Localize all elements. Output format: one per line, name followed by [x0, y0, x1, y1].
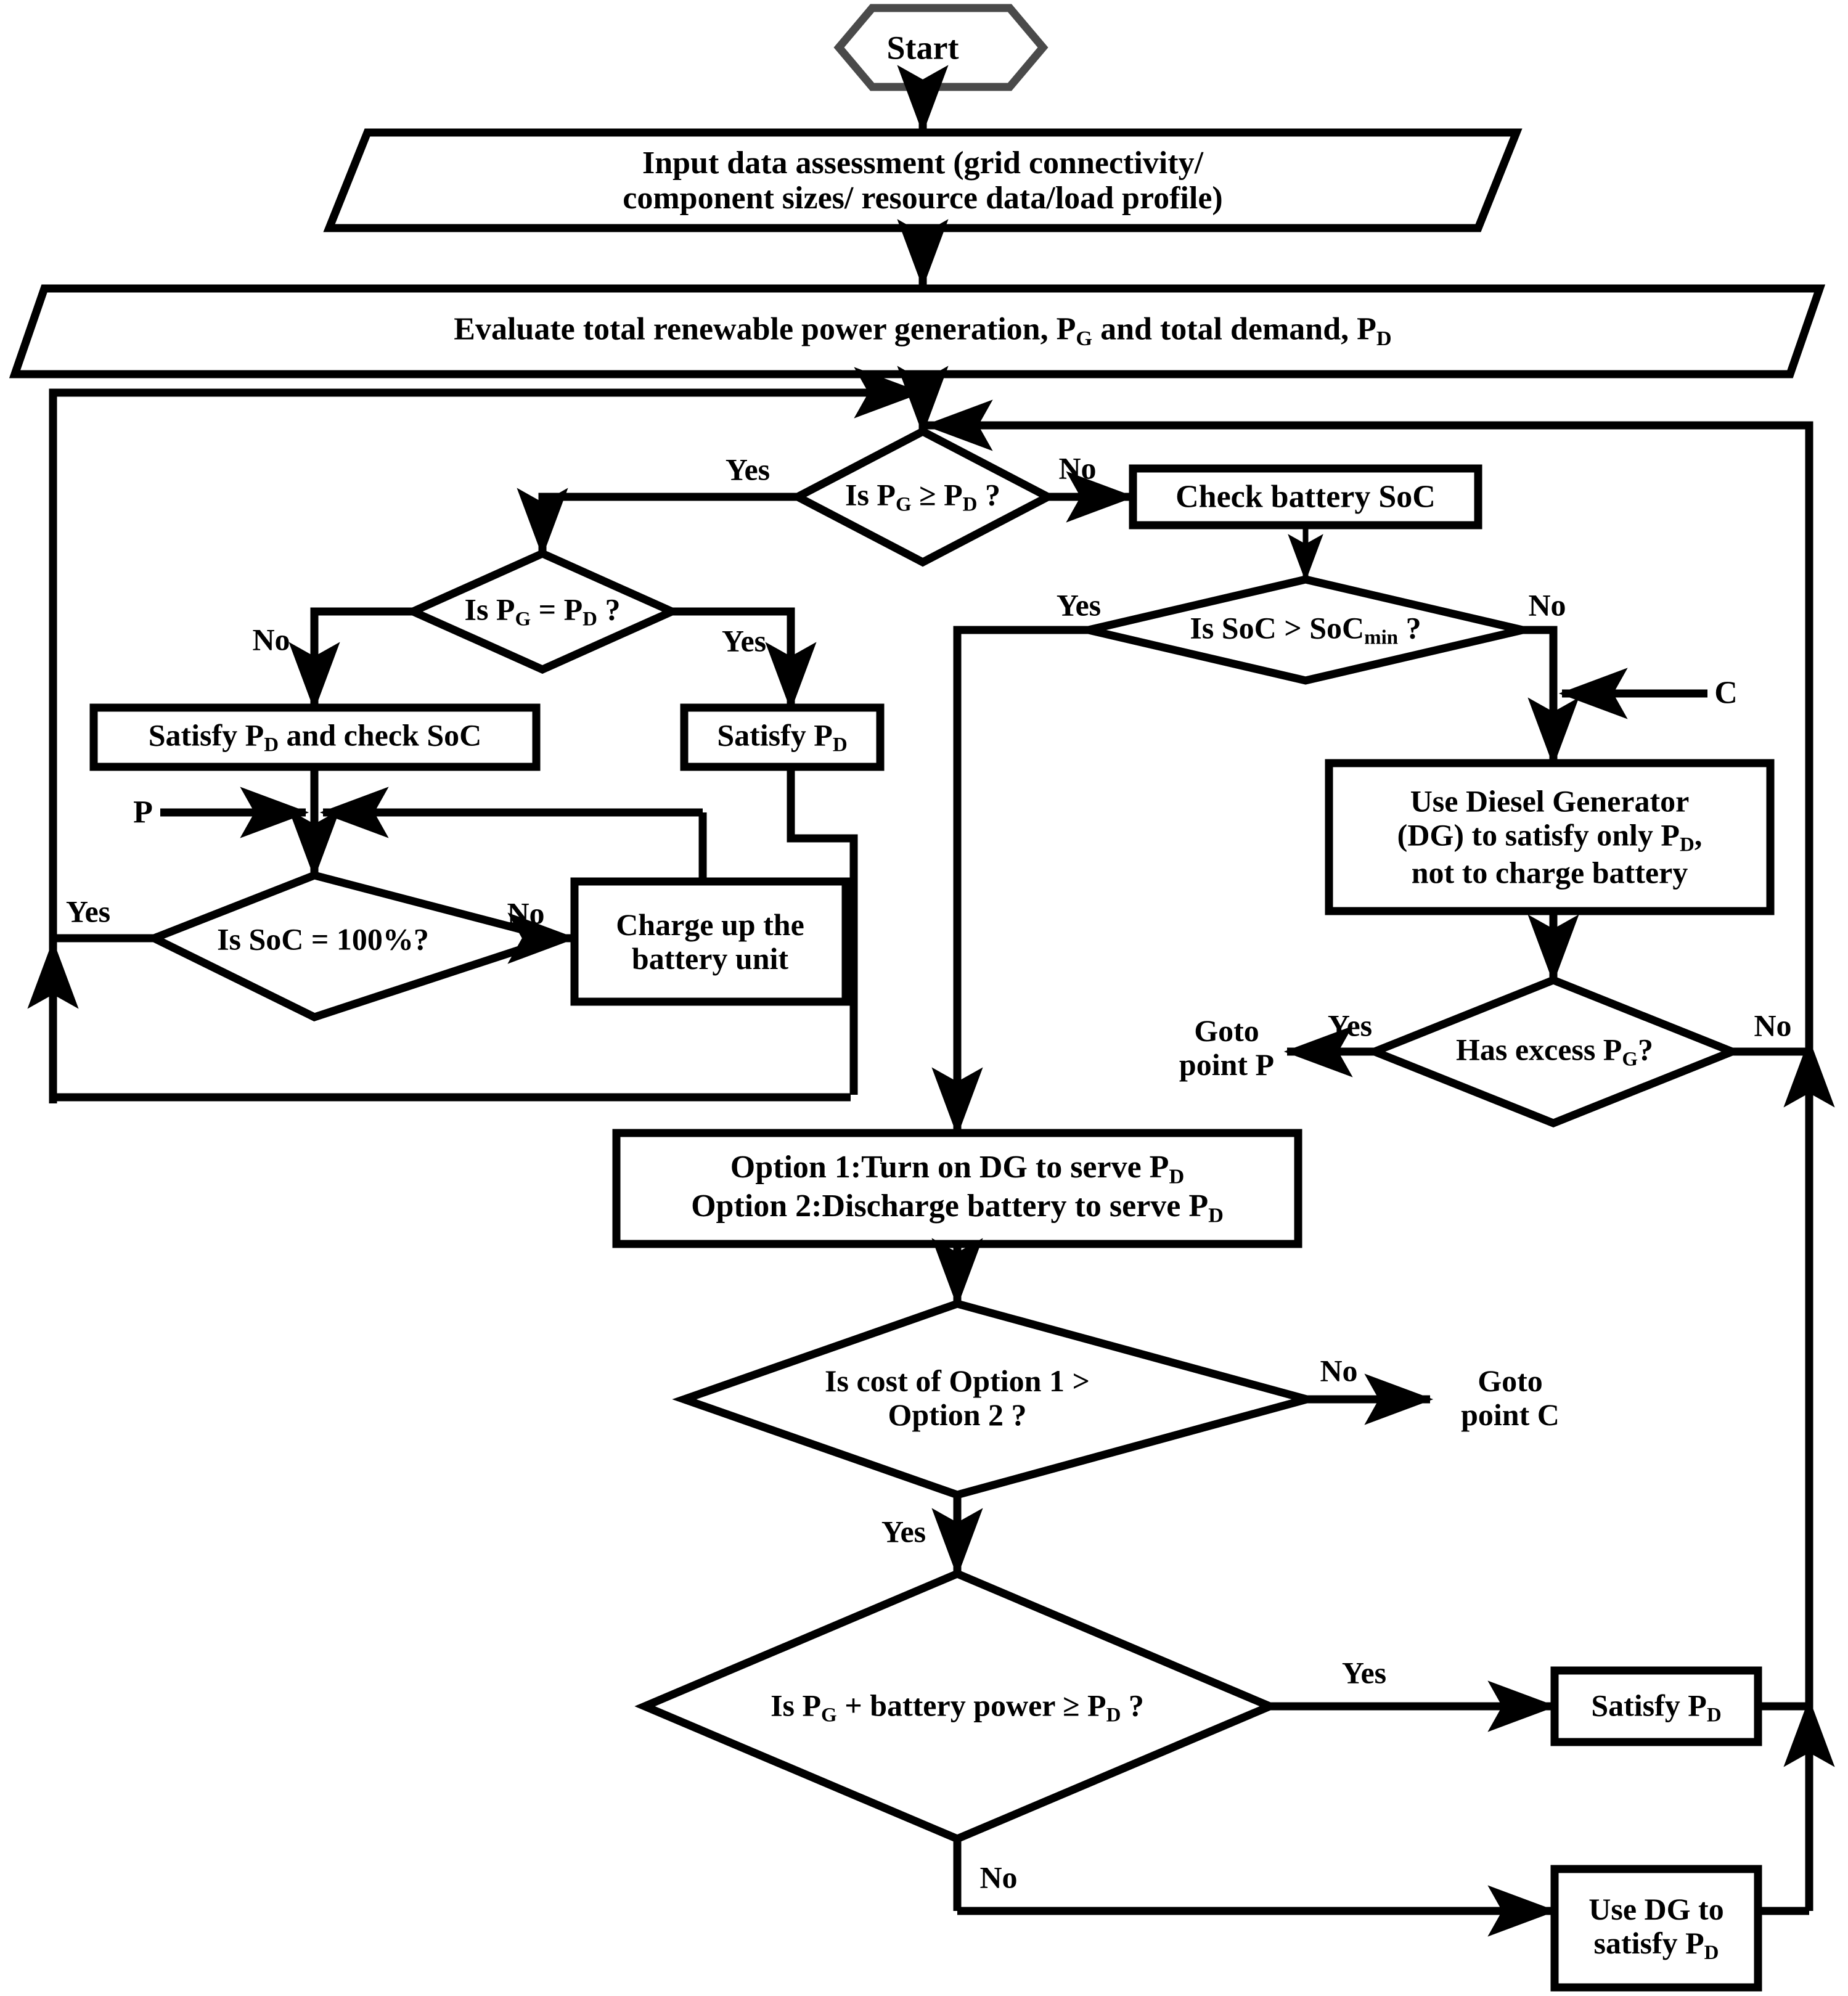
- use-diesel-generator-label: Use Diesel Generator (DG) to satisfy onl…: [1397, 783, 1703, 890]
- edge-label-no-cost: No: [1320, 1353, 1358, 1388]
- edge-label-yes-excess-pg: Yes: [1327, 1008, 1373, 1043]
- edge-label-no-pg-ge-pd: No: [1058, 451, 1097, 486]
- edge-label-no-pg-eq-pd: No: [252, 622, 290, 657]
- evaluate-sub-g: G: [1076, 326, 1093, 350]
- edge-label-yes-pg-eq-pd: Yes: [721, 623, 767, 658]
- decision-pg-eq-pd-shape: [403, 549, 682, 674]
- start-hexagon-shape: [833, 4, 1049, 91]
- goto-point-p-label: Goto point P: [1179, 1013, 1275, 1082]
- edge-label-no-batt-power: No: [979, 1860, 1018, 1895]
- evaluate-text-pre: Evaluate total renewable power generatio…: [454, 311, 1076, 347]
- input-data-line1: Input data assessment (grid connectivity…: [642, 145, 1204, 181]
- connector-point-p-label: P: [133, 795, 153, 830]
- start-label: Start: [886, 29, 959, 67]
- satisfy-pd-bottom-label: Satisfy PD: [1591, 1688, 1722, 1727]
- satisfy-pd-shape: [680, 703, 885, 771]
- decision-pg-eq-pd-label: Is PG = PD ?: [464, 592, 621, 631]
- charge-battery-unit-shape: [570, 877, 850, 1006]
- input-data-line2: component sizes/ resource data/load prof…: [623, 181, 1223, 216]
- use-dg-satisfy-pd-label: Use DG to satisfy PD: [1588, 1891, 1724, 1964]
- satisfy-pd-label: Satisfy PD: [717, 718, 848, 756]
- edge-label-yes-cost: Yes: [881, 1514, 926, 1549]
- decision-cost-option-label: Is cost of Option 1 > Option 2 ?: [825, 1364, 1090, 1432]
- decision-soc-min-label: Is SoC > SoCmin ?: [1190, 610, 1421, 649]
- check-battery-soc-label: Check battery SoC: [1175, 479, 1436, 515]
- use-dg-satisfy-pd-shape: [1550, 1865, 1762, 1992]
- edge-label-yes-soc-min: Yes: [1056, 587, 1102, 623]
- edge-label-yes-soc-100: Yes: [65, 894, 111, 929]
- edge-label-no-excess-pg: No: [1754, 1008, 1792, 1043]
- decision-soc-100-shape: [144, 871, 569, 1022]
- decision-has-excess-pg-label: Has excess PG?: [1455, 1032, 1654, 1071]
- decision-soc-100-label: Is SoC = 100%?: [217, 922, 429, 957]
- options-box-shape: [612, 1129, 1302, 1248]
- decision-pg-ge-pd-shape: [788, 427, 1057, 567]
- check-battery-soc-shape: [1129, 464, 1482, 530]
- charge-battery-unit-label: Charge up the battery unit: [616, 907, 804, 976]
- decision-battery-power-label: Is PG + battery power ≥ PD ?: [771, 1688, 1144, 1727]
- options-box-label: Option 1:Turn on DG to serve PD Option 2…: [691, 1150, 1224, 1227]
- input-data-parallelogram-shape: [323, 128, 1523, 232]
- edge-label-yes-batt-power: Yes: [1341, 1655, 1387, 1690]
- evaluate-label: Evaluate total renewable power generatio…: [214, 312, 1632, 351]
- connector-point-c-label: C: [1714, 675, 1738, 711]
- edge-label-yes-pg-ge-pd: Yes: [725, 452, 771, 487]
- evaluate-sub-d: D: [1376, 326, 1392, 350]
- edge-label-no-soc-100: No: [507, 896, 545, 931]
- evaluate-parallelogram-shape: [9, 284, 1826, 378]
- input-data-label: Input data assessment (grid connectivity…: [491, 145, 1354, 216]
- decision-pg-ge-pd-label: Is PG ≥ PD ?: [845, 477, 1000, 516]
- satisfy-pd-check-soc-label: Satisfy PD and check SoC: [148, 718, 482, 756]
- decision-has-excess-pg-shape: [1364, 975, 1743, 1128]
- evaluate-text-mid: and total demand, P: [1092, 311, 1376, 347]
- decision-soc-min-shape: [1087, 575, 1524, 685]
- edge-label-no-soc-min: No: [1528, 587, 1566, 623]
- goto-point-c-label: Goto point C: [1461, 1364, 1560, 1432]
